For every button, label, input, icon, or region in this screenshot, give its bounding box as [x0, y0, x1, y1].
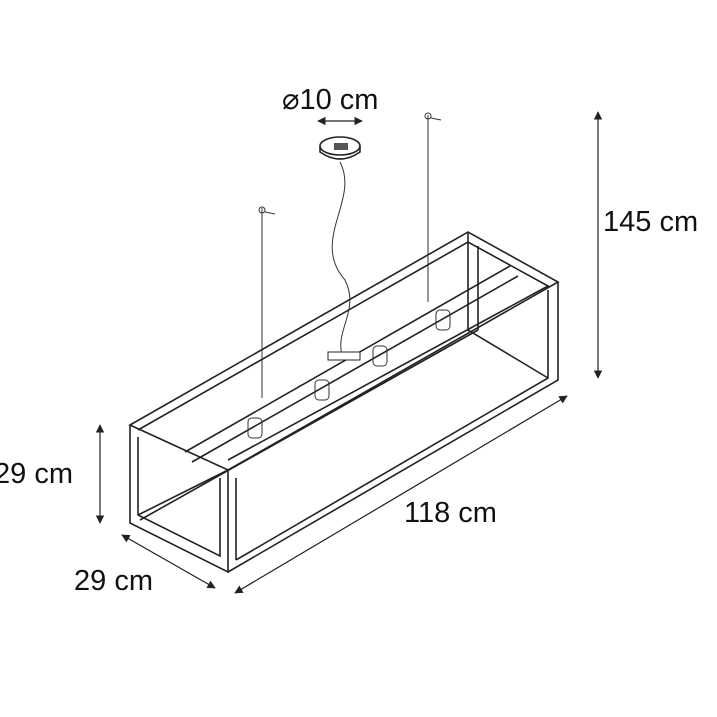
frame-depth-label: 29 cm [74, 565, 153, 597]
canopy-diameter-label: ⌀10 cm [282, 84, 379, 116]
suspension [247, 112, 451, 439]
total-height-label: 145 cm [603, 206, 699, 238]
dimension-lines [95, 111, 603, 594]
frame-length-label: 118 cm [404, 497, 497, 529]
frame-height-label: 29 cm [0, 458, 73, 490]
